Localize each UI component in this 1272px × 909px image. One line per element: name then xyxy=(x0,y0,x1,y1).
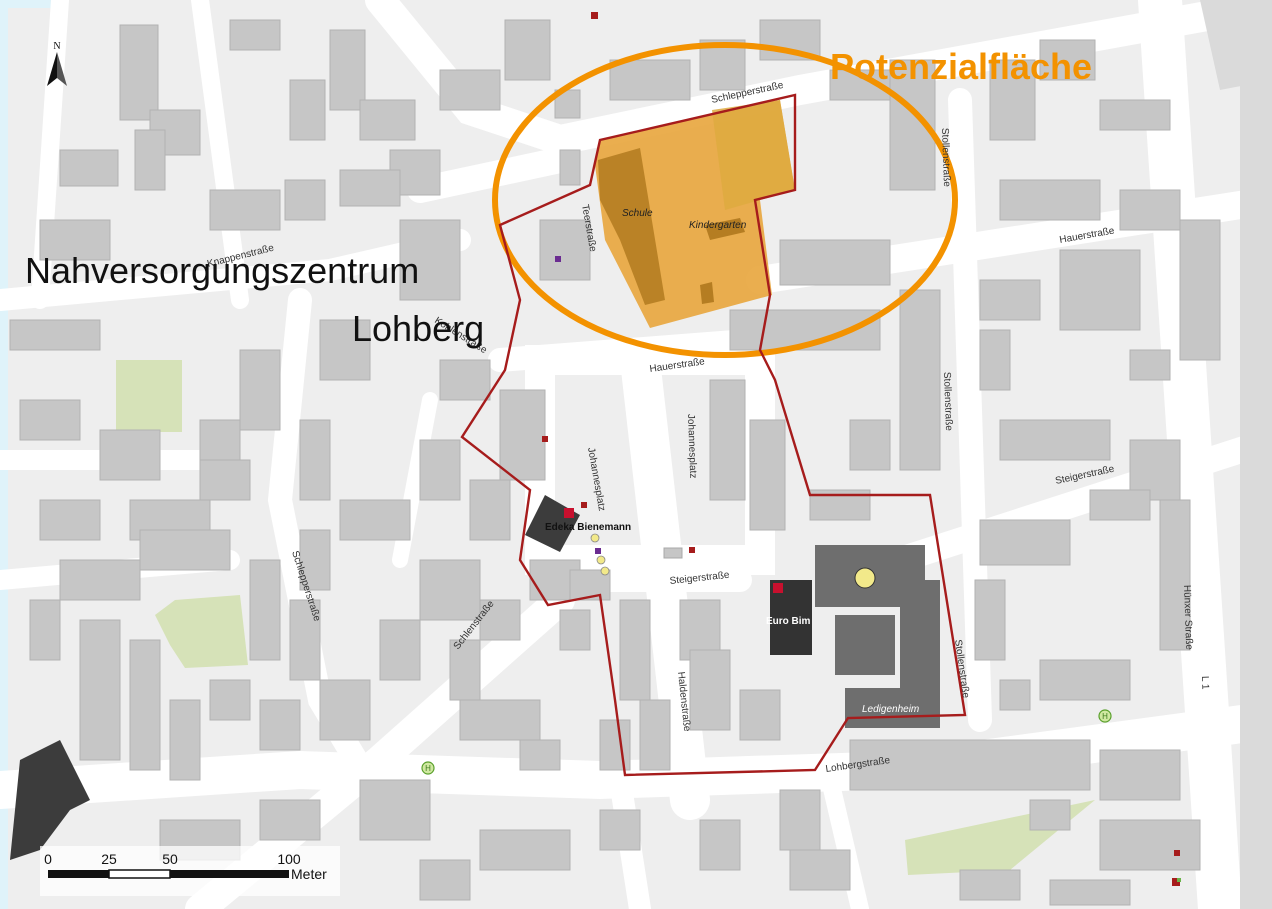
buildings xyxy=(9,19,1221,906)
street-label-huenxer-strasse: Hünxer Straße xyxy=(1181,585,1194,651)
poi-label-kindergarten: Kindergarten xyxy=(689,220,747,231)
street-label-stollenstrasse-mid: Stollenstraße xyxy=(941,372,954,432)
bus-stop-label: H xyxy=(1102,712,1108,721)
center-title-line2: Lohberg xyxy=(352,308,485,349)
railway-band xyxy=(1240,0,1272,909)
poi-label-schule: Schule xyxy=(622,208,653,219)
street-label-l1: L 1 xyxy=(1199,676,1210,690)
poi-circle-large xyxy=(854,567,876,589)
north-arrow: N xyxy=(47,41,67,86)
north-label: N xyxy=(53,41,60,52)
street-label-stollenstrasse-top: Stollenstraße xyxy=(939,128,952,188)
potential-ring xyxy=(492,42,958,358)
poi-label-ledigenheim: Ledigenheim xyxy=(862,704,919,715)
scale-tick-50: 50 xyxy=(162,851,178,867)
scale-tick-0: 0 xyxy=(44,851,52,867)
bus-stop-2: H xyxy=(1098,709,1112,723)
bus-stop-label: H xyxy=(425,764,431,773)
potential-area-title: Potenzialfläche xyxy=(830,46,1093,87)
study-boundary xyxy=(460,93,967,777)
railway-band-top xyxy=(1200,0,1272,90)
bus-stop-1: H xyxy=(421,761,435,775)
street-label-johannesplatz: Johannesplatz xyxy=(685,414,698,479)
poi-markers xyxy=(542,12,1181,886)
scale-tick-100: 100 xyxy=(277,851,301,867)
potential-area xyxy=(595,100,795,328)
center-title-line1: Nahversorgungszentrum xyxy=(25,250,420,291)
edge-strip-top xyxy=(0,0,60,8)
scale-unit: Meter xyxy=(291,866,327,882)
poi-label-euro-bim: Euro Bim xyxy=(766,616,811,627)
scale-bar: 0 25 50 100 Meter xyxy=(40,846,340,896)
poi-label-edeka: Edeka Bienemann xyxy=(545,522,631,533)
scale-tick-25: 25 xyxy=(101,851,117,867)
